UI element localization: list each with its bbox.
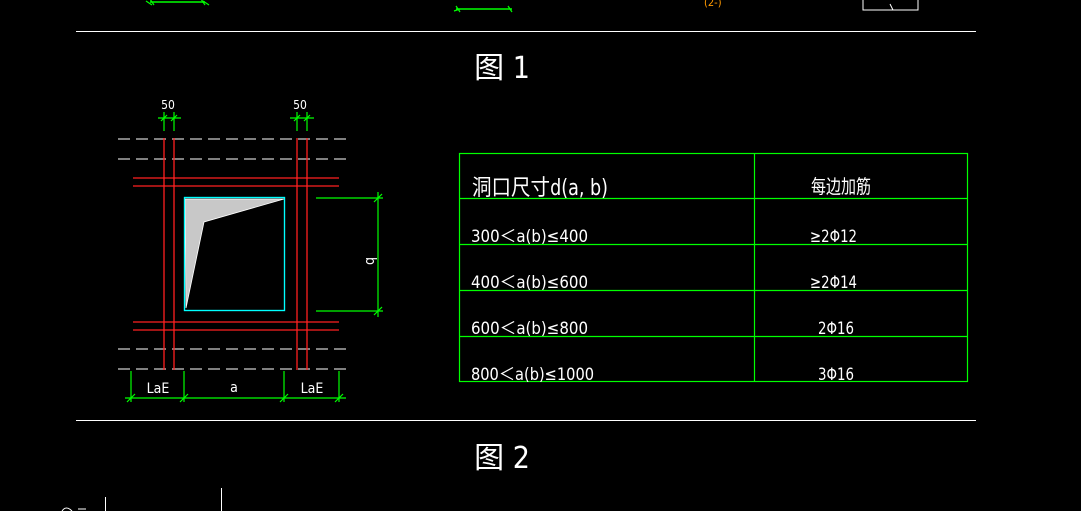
opening-reinforcement-drawing: 50 50 b <box>118 98 383 403</box>
opening-edge <box>183 196 286 312</box>
bottom-dimensions <box>125 371 346 403</box>
table-cell-range: 600＜a(b)≤800 <box>471 319 588 339</box>
fragment-detail <box>862 0 919 11</box>
table-cell-range: 400＜a(b)≤600 <box>471 273 588 293</box>
table-grid <box>458 152 969 383</box>
table-header-size: 洞口尺寸d(a, b) <box>472 176 608 201</box>
table-header-rebar: 每边加筋 <box>811 176 871 198</box>
reinforcement-table: 洞口尺寸d(a, b) 每边加筋 300＜a(b)≤400 ≥2Φ12 400＜… <box>458 152 969 385</box>
table-cell-rebar: ≥2Φ14 <box>810 273 857 293</box>
left-gap-label: 50 <box>161 98 175 112</box>
table-cell-range: 300＜a(b)≤400 <box>471 227 588 247</box>
table-cell-rebar: 2Φ16 <box>818 319 854 339</box>
table-cell-range: 800＜a(b)≤1000 <box>471 365 594 385</box>
fragment-dim-ticks-1 <box>145 0 210 6</box>
table-cell-rebar: 3Φ16 <box>818 365 854 385</box>
reinforcement-bars <box>133 138 339 370</box>
figure-2-caption: 图 2 <box>474 441 530 476</box>
figure-1-caption: 图 1 <box>474 51 530 86</box>
fragment-label: (2-) <box>704 0 722 9</box>
height-dimension <box>316 192 383 317</box>
opening-hatch <box>184 198 285 309</box>
right-gap-label: 50 <box>293 98 307 112</box>
left-anchor-label: LaE <box>147 381 170 397</box>
right-anchor-label: LaE <box>301 381 324 397</box>
fragment-dim-ticks-2 <box>453 5 513 13</box>
top-dimension-ticks <box>158 112 314 131</box>
opening-width-label: a <box>230 380 238 396</box>
opening-height-label: b <box>362 257 378 265</box>
table-cell-rebar: ≥2Φ12 <box>810 227 857 247</box>
wall-boundary-lines <box>118 138 350 370</box>
next-figure-fragment <box>61 488 222 511</box>
figure-1-fragment: (2-) <box>145 0 919 13</box>
